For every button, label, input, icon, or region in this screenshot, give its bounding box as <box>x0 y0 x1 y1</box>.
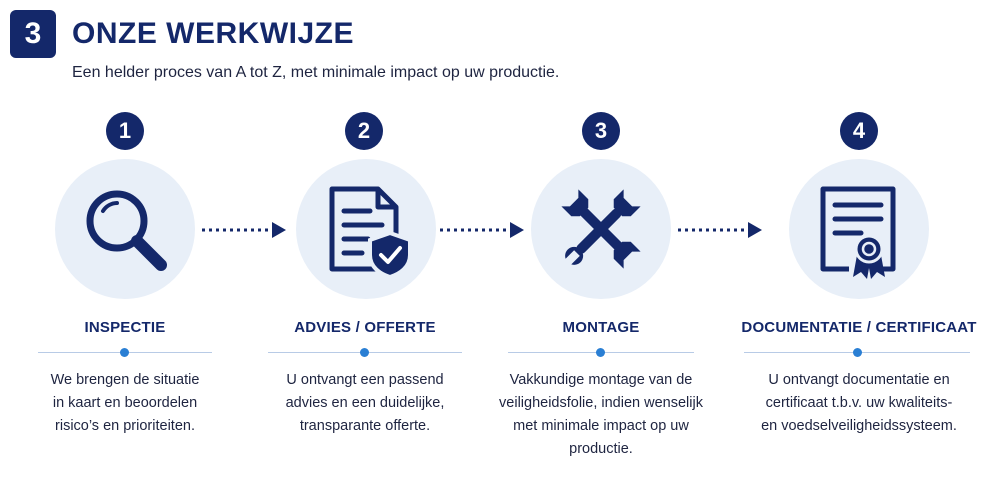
certificate-icon <box>820 186 896 279</box>
step-icon-circle <box>531 159 671 299</box>
document-shield-icon <box>329 186 412 280</box>
section-number-badge: 3 <box>10 10 56 58</box>
step-number-badge: 1 <box>106 112 144 150</box>
step-number-badge: 2 <box>345 112 383 150</box>
dotted-arrow-icon <box>678 222 764 238</box>
step-divider-dot <box>360 348 369 357</box>
step-divider-dot <box>853 348 862 357</box>
step-description: Vakkundige montage van de veiligheidsfol… <box>499 372 703 457</box>
step-title: ADVIES / OFFERTE <box>294 319 436 336</box>
step-title: DOCUMENTATIE / CERTIFICAAT <box>741 319 977 336</box>
page-subtitle: Een helder proces van A tot Z, met minim… <box>72 64 560 81</box>
step-title: INSPECTIE <box>84 319 166 336</box>
crossed-wrenches-icon <box>561 189 641 269</box>
step-title: MONTAGE <box>562 319 640 336</box>
step-divider-dot <box>120 348 129 357</box>
step-description: U ontvangt een passend advies en een dui… <box>285 372 445 434</box>
step-number-badge: 3 <box>582 112 620 150</box>
magnifier-icon <box>86 190 167 271</box>
step-divider-dot <box>596 348 605 357</box>
step-icon-circle <box>789 159 929 299</box>
step-icon-circle <box>296 159 436 299</box>
step-description: U ontvangt documentatie en certificaat t… <box>761 372 957 434</box>
step-number-badge: 4 <box>840 112 878 150</box>
dotted-arrow-icon <box>202 222 288 238</box>
step-icon-circle <box>55 159 195 299</box>
step-description: We brengen de situatie in kaart en beoor… <box>50 372 200 434</box>
dotted-arrow-icon <box>440 222 526 238</box>
page-title: ONZE WERKWIJZE <box>72 17 354 50</box>
